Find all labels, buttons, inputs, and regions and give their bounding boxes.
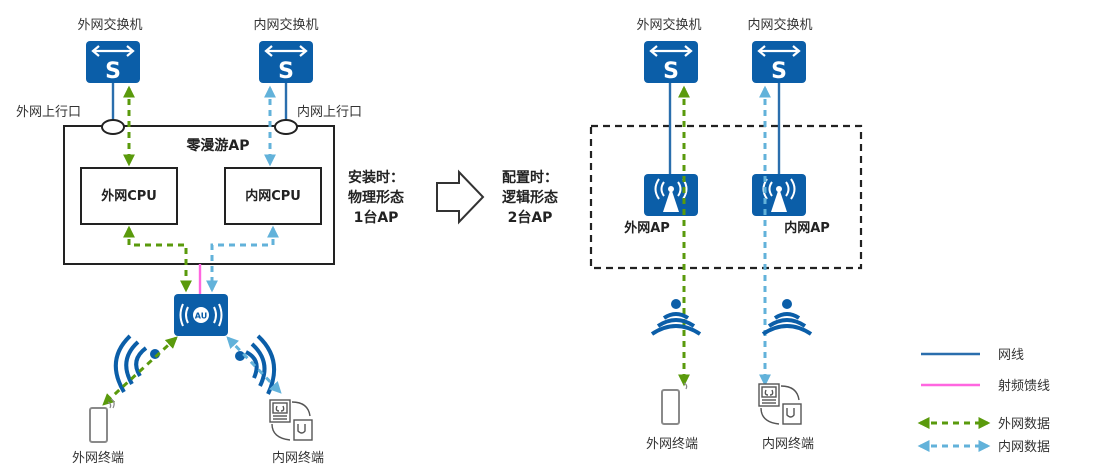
- left-ext-switch-icon: [84, 39, 142, 86]
- install-line3: 1台AP: [354, 209, 399, 226]
- logical-ap-group-box: [589, 124, 863, 270]
- ext-uplink-port: [101, 119, 125, 135]
- au-antenna-unit-icon: AU: [174, 294, 228, 336]
- right-int-ap-label: 内网AP: [784, 220, 830, 236]
- right-int-terminal-medical-icon: [758, 383, 802, 425]
- left-int-terminal-label: 内网终端: [272, 450, 324, 466]
- config-line2: 逻辑形态: [502, 189, 558, 206]
- right-ext-terminal-phone-icon: [661, 389, 680, 425]
- int-uplink-label: 内网上行口: [297, 104, 362, 120]
- int-uplink-port: [274, 119, 298, 135]
- left-ext-terminal-phone-icon: [89, 407, 108, 443]
- right-ext-switch-label: 外网交换机: [636, 17, 701, 33]
- right-int-wifi-signal-icon: [761, 299, 813, 336]
- right-int-switch-icon: [750, 39, 808, 86]
- right-ext-ap-label: 外网AP: [623, 220, 670, 236]
- left-int-switch-icon: [257, 39, 315, 86]
- phone-signal-icon: [107, 398, 115, 409]
- install-line1: 安装时：: [348, 169, 404, 186]
- right-ext-switch-icon: [642, 39, 700, 86]
- config-line3: 2台AP: [508, 209, 553, 226]
- left-ext-data-wireless-arrow: [102, 336, 178, 406]
- ext-uplink-label: 外网上行口: [16, 105, 81, 120]
- right-int-terminal-label: 内网终端: [762, 436, 814, 452]
- ap-title: 零漫游AP: [185, 137, 249, 154]
- left-ext-terminal-label: 外网终端: [72, 450, 124, 466]
- transform-arrow-icon: [436, 169, 485, 225]
- right-ext-ap-icon: [643, 173, 699, 217]
- install-line2: 物理形态: [348, 189, 404, 206]
- right-int-switch-label: 内网交换机: [747, 17, 812, 33]
- legend-network-cable-label: 网线: [998, 348, 1024, 363]
- left-int-terminal-medical-icon: [269, 399, 313, 441]
- right-phone-signal-icon: [683, 382, 688, 390]
- left-ext-switch-label: 外网交换机: [77, 17, 142, 33]
- left-int-data-au-arrow: [206, 225, 279, 293]
- legend-external-data-label: 外网数据: [998, 417, 1050, 432]
- legend-rf-feeder-label: 射频馈线: [998, 378, 1050, 394]
- int-cpu-box: [224, 167, 322, 225]
- int-cpu-label: 内网CPU: [245, 188, 301, 204]
- config-line1: 配置时：: [502, 169, 558, 186]
- right-ext-wifi-signal-icon: [650, 299, 702, 336]
- left-int-wifi-signal-icon: [245, 334, 276, 395]
- left-ext-wifi-signal-icon: [113, 334, 148, 394]
- legend-internal-data-label: 内网数据: [998, 439, 1050, 455]
- ext-cpu-label: 外网CPU: [100, 188, 157, 204]
- left-int-data-wireless-arrow: [226, 336, 282, 394]
- legend: 网线 射频馈线 外网数据 内网数据: [917, 348, 1050, 455]
- right-ext-terminal-label: 外网终端: [646, 436, 698, 452]
- right-int-ap-icon: [751, 173, 807, 217]
- ext-cpu-box: [80, 167, 178, 225]
- au-label: AU: [195, 312, 207, 321]
- left-int-switch-label: 内网交换机: [253, 17, 318, 33]
- left-ext-data-au-arrow: [123, 225, 192, 293]
